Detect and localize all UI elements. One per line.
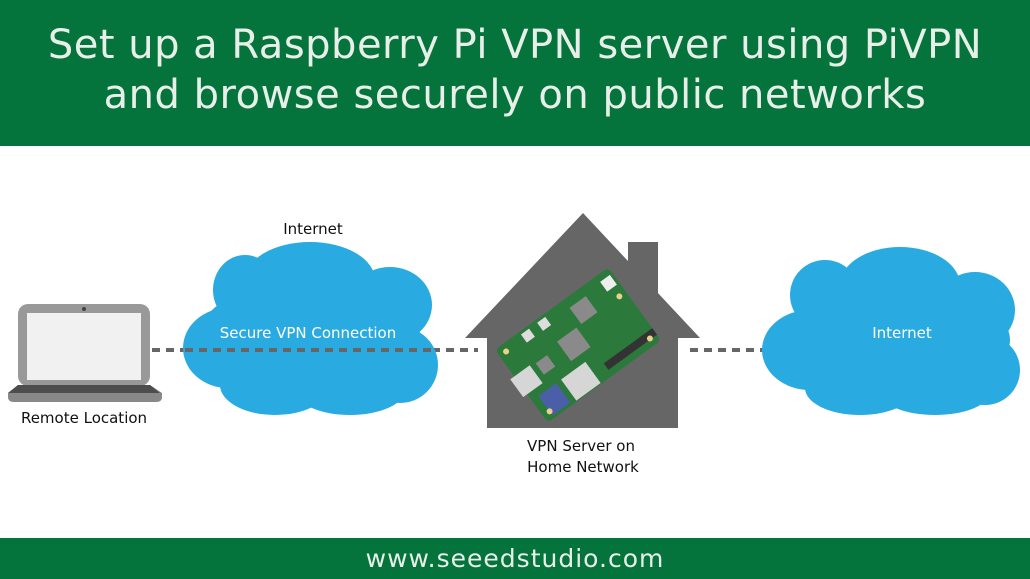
vpn-server-label-line1: VPN Server on [527, 437, 635, 455]
title-banner: Set up a Raspberry Pi VPN server using P… [0, 0, 1030, 146]
secure-vpn-label: Secure VPN Connection [220, 324, 397, 342]
cloud-icon-right [762, 247, 1020, 415]
internet-label-top: Internet [283, 220, 343, 238]
laptop-icon [8, 304, 162, 402]
remote-location-label: Remote Location [21, 409, 147, 427]
raspberry-pi-board-icon [496, 269, 660, 421]
footer-url: www.seeedstudio.com [0, 538, 1030, 579]
title-line-1: Set up a Raspberry Pi VPN server using P… [47, 22, 983, 68]
title-line-2: and browse securely on public networks [103, 72, 927, 118]
vpn-server-label-line2: Home Network [527, 458, 639, 476]
internet-label-right: Internet [872, 324, 932, 342]
